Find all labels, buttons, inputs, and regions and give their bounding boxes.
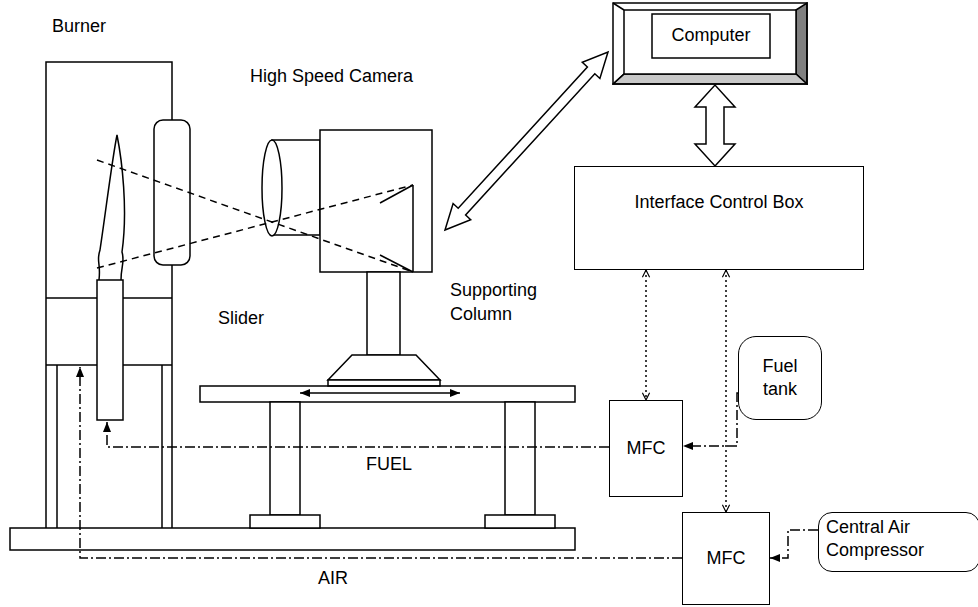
- node-text: Fuel tank: [752, 355, 808, 402]
- part-name: Burner: [52, 14, 106, 38]
- node-text: MFC: [627, 437, 666, 460]
- node-text: MFC: [707, 547, 746, 570]
- part-name: Slider: [218, 306, 264, 330]
- control-signal-line: [645, 270, 647, 400]
- view-lines: [97, 160, 413, 272]
- computer-monitor: Computer: [612, 2, 808, 85]
- fuel-line: [107, 422, 609, 447]
- node-text: Computer: [671, 24, 750, 47]
- control-signal-line: [725, 270, 727, 512]
- mfc-box: MFC: [682, 512, 770, 605]
- air-line: [80, 367, 682, 558]
- fuel-tank: Fuel tank: [738, 336, 822, 420]
- slider-table: [200, 386, 575, 528]
- supply-line: [770, 530, 818, 558]
- mfc-box: MFC: [609, 400, 683, 497]
- high-speed-camera: [262, 130, 432, 272]
- data-link-arrow: [695, 85, 735, 166]
- supply-line: [683, 393, 738, 446]
- interface-box: Interface Control Box: [574, 166, 864, 270]
- base-plate: [10, 528, 575, 550]
- flame: [98, 135, 124, 280]
- compressor-box: Central Air Compressor: [818, 512, 978, 572]
- slide-arrow: [300, 392, 460, 394]
- node-text: Central Air Compressor: [826, 516, 938, 563]
- fuel-tube: [97, 280, 123, 420]
- line-label: FUEL: [366, 452, 412, 476]
- supporting-column: [328, 272, 440, 386]
- burner-window: [154, 120, 190, 265]
- burner-body: [46, 62, 172, 528]
- node-text: Interface Control Box: [634, 191, 803, 214]
- line-label: AIR: [318, 566, 348, 590]
- part-name: High Speed Camera: [250, 64, 413, 88]
- part-name: Supporting Column: [450, 278, 562, 327]
